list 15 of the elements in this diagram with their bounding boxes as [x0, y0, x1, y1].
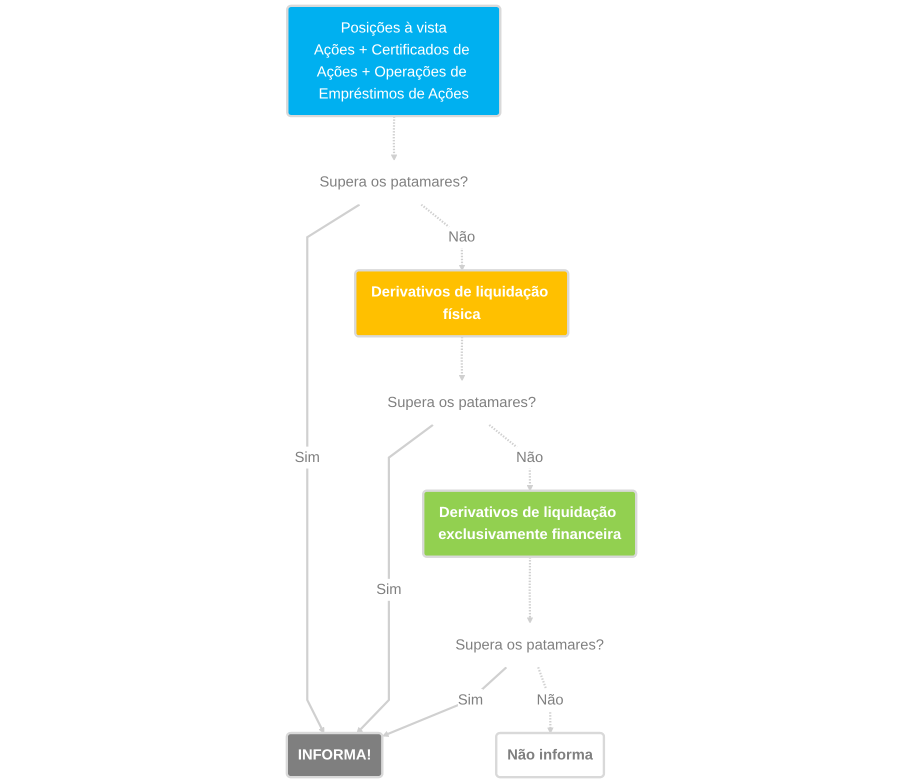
- edge-label: Sim: [458, 692, 484, 708]
- edge-label: Sim: [295, 450, 320, 466]
- arrow: [527, 557, 534, 624]
- node-text: Supera os patamares?: [320, 174, 469, 190]
- arrow: [459, 336, 466, 382]
- arrow: [306, 204, 361, 734]
- arrow: [356, 424, 434, 734]
- node-text: Supera os patamares?: [456, 636, 604, 653]
- edge-label: Não: [516, 450, 544, 466]
- edge-label: Não: [448, 229, 476, 246]
- edge-label: Sim: [376, 582, 402, 598]
- arrow: [382, 666, 508, 737]
- arrow: [391, 116, 398, 161]
- edge-label: Não: [537, 692, 564, 708]
- node-text: Supera os patamares?: [388, 394, 537, 411]
